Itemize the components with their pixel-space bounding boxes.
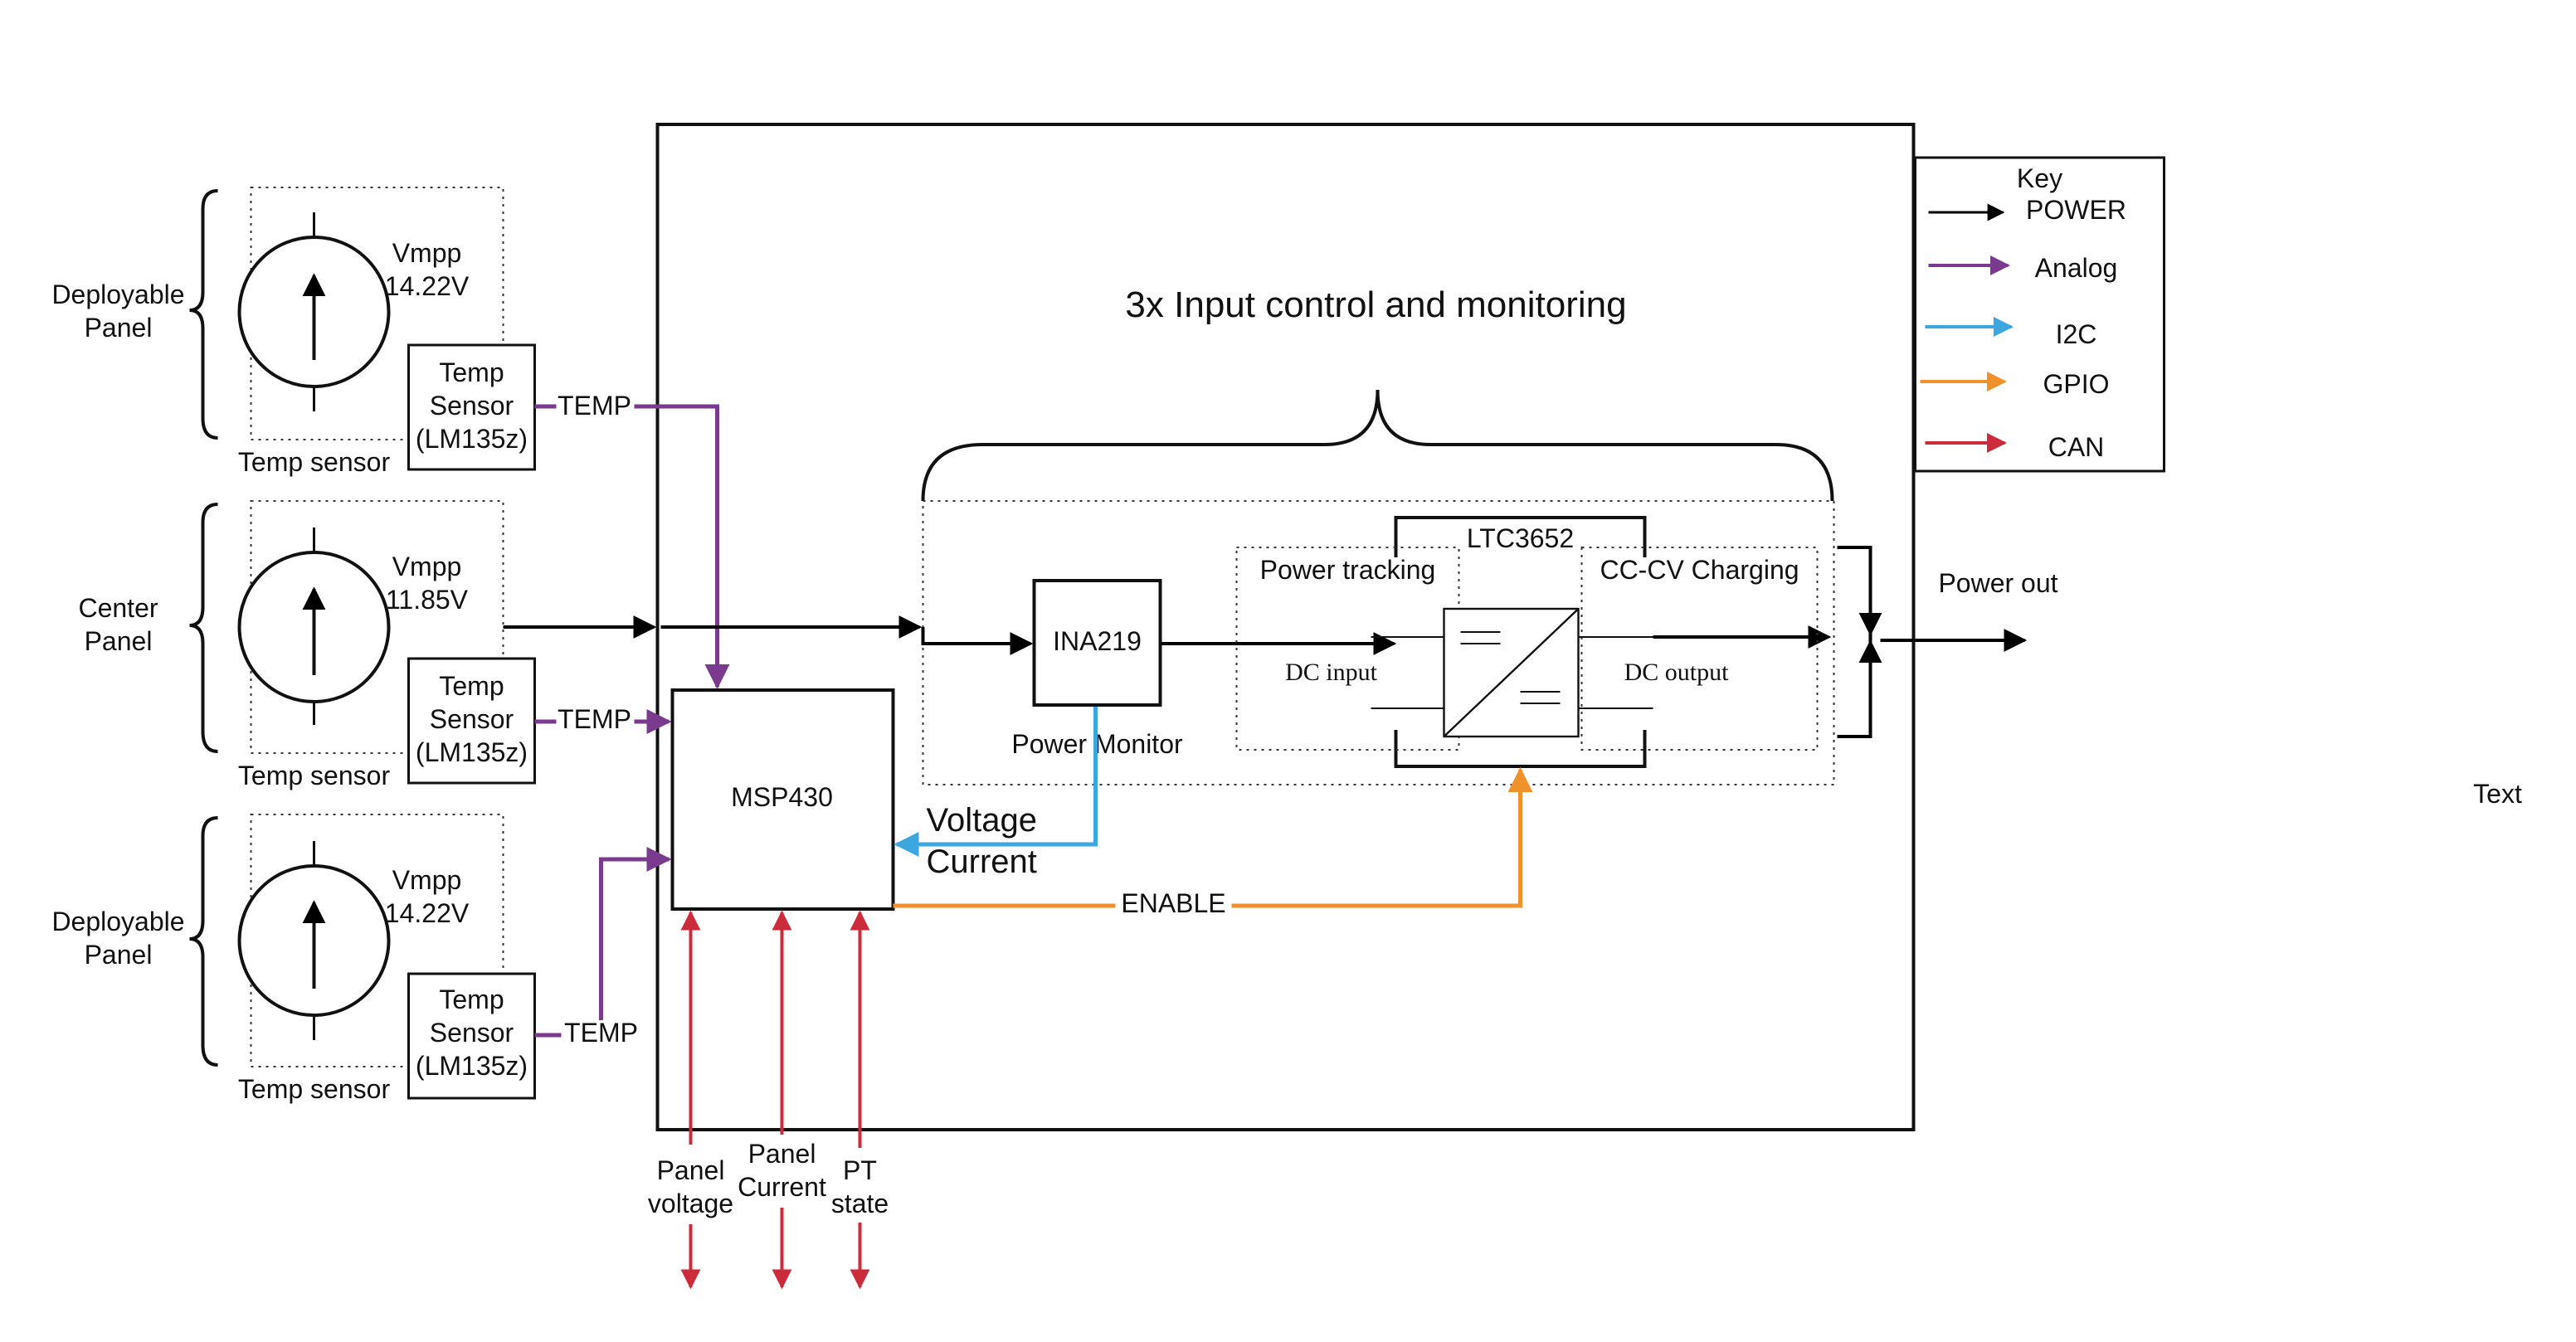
- ltc-top-bracket: [1394, 516, 1647, 557]
- temp-sensor-line2: Sensor: [430, 704, 514, 734]
- temp-label-3: TEMP: [564, 1018, 638, 1048]
- ltc-label: LTC3652: [1467, 523, 1574, 553]
- dc-output-label: DC output: [1624, 659, 1730, 686]
- temp-sensor-line1: Temp: [439, 357, 504, 387]
- vmpp-label: Vmpp: [392, 238, 462, 268]
- main-title: 3x Input control and monitoring: [1125, 284, 1626, 325]
- panel-voltage-line2: voltage: [648, 1189, 733, 1218]
- msp430-box: [670, 688, 895, 911]
- temp-sensor-caption: Temp sensor: [238, 447, 391, 477]
- temp-label-2: TEMP: [558, 704, 631, 734]
- ltc3652-block: LTC3652 Power tracking CC-CV Charging DC…: [1235, 516, 1819, 768]
- dc-input-label: DC input: [1285, 659, 1378, 686]
- vmpp-value: 14.22V: [385, 898, 470, 928]
- pt-state-line1: PT: [843, 1155, 877, 1185]
- channel-brace: [921, 389, 1834, 502]
- analog-temp-lines: [534, 404, 730, 1038]
- temp-line-1-to-msp: [634, 404, 730, 689]
- key-gpio-label: GPIO: [2043, 369, 2109, 399]
- current-label: Current: [927, 844, 1037, 880]
- temp-sensor-caption: Temp sensor: [238, 1074, 391, 1104]
- temp-sensor-line1: Temp: [439, 671, 504, 701]
- vmpp-label: Vmpp: [392, 865, 462, 895]
- panel-name-line1: Deployable: [51, 280, 184, 309]
- temp-sensor-line2: Sensor: [430, 391, 514, 421]
- temp-label-1: TEMP: [558, 391, 631, 421]
- panel-current-line1: Panel: [748, 1139, 816, 1169]
- stray-text-label: Text: [2473, 779, 2522, 809]
- power-output-bracket: [1837, 546, 1872, 738]
- can-lines: [680, 910, 870, 1290]
- temp-sensor-line3: (LM135z): [416, 424, 528, 454]
- panel-current-line2: Current: [738, 1172, 826, 1202]
- temp-sensor-line3: (LM135z): [416, 737, 528, 767]
- panel-brace: [189, 816, 218, 1067]
- vmpp-value: 14.22V: [385, 271, 470, 301]
- panel-voltage-line1: Panel: [657, 1155, 725, 1185]
- power-path: [503, 546, 2028, 738]
- power-out-label: Power out: [1938, 568, 2057, 598]
- enable-label: ENABLE: [1121, 888, 1225, 918]
- panel-deployable-2: Deployable Panel Vmpp 14.22V Temp Sensor…: [51, 814, 536, 1104]
- panel-deployable-1: Deployable Panel Vmpp 14.22V Temp Sensor…: [51, 187, 536, 477]
- power-tracking-label: Power tracking: [1260, 555, 1436, 585]
- temp-sensor-box: [407, 972, 536, 1100]
- key-can-label: CAN: [2048, 432, 2105, 462]
- panel-name-line1: Center: [78, 593, 158, 623]
- pt-state-line2: state: [831, 1189, 889, 1218]
- temp-sensor-line1: Temp: [439, 985, 504, 1014]
- key-legend: Key POWER Analog I2C GPIO CAN: [1914, 156, 2165, 473]
- main-system-box: [655, 123, 1916, 1131]
- key-title: Key: [2017, 163, 2062, 193]
- temp-sensor-box: [407, 343, 536, 471]
- cccv-label: CC-CV Charging: [1600, 555, 1799, 585]
- panel-name-line1: Deployable: [51, 907, 184, 936]
- msp430-label: MSP430: [731, 782, 833, 812]
- temp-sensor-line3: (LM135z): [416, 1051, 528, 1081]
- cccv-boundary: [1580, 547, 1819, 751]
- panel-center: Center Panel Vmpp 11.85V Temp Sensor (LM…: [78, 500, 536, 790]
- panel-name-line2: Panel: [85, 626, 153, 656]
- temp-sensor-box: [407, 657, 536, 785]
- temp-sensor-line2: Sensor: [430, 1018, 514, 1048]
- gpio-enable-line: [893, 767, 1533, 908]
- ina219-box: [1032, 579, 1162, 707]
- i2c-line: [894, 707, 1098, 857]
- panel-name-line2: Panel: [85, 940, 153, 970]
- power-channel-to-ina: [921, 627, 1034, 655]
- temp-sensor-caption: Temp sensor: [238, 761, 391, 790]
- temp-line-3-to-msp: [599, 847, 672, 1020]
- ina219-label: INA219: [1053, 626, 1142, 656]
- panel-name-line2: Panel: [85, 313, 153, 343]
- key-i2c-label: I2C: [2056, 319, 2097, 349]
- key-analog-label: Analog: [2035, 253, 2118, 283]
- panel-brace: [189, 189, 218, 440]
- vmpp-label: Vmpp: [392, 552, 462, 581]
- ltc-bottom-bracket: [1394, 730, 1647, 768]
- panel-brace: [189, 503, 218, 753]
- vmpp-value: 11.85V: [386, 585, 469, 615]
- voltage-label: Voltage: [927, 802, 1037, 839]
- key-power-label: POWER: [2026, 195, 2126, 225]
